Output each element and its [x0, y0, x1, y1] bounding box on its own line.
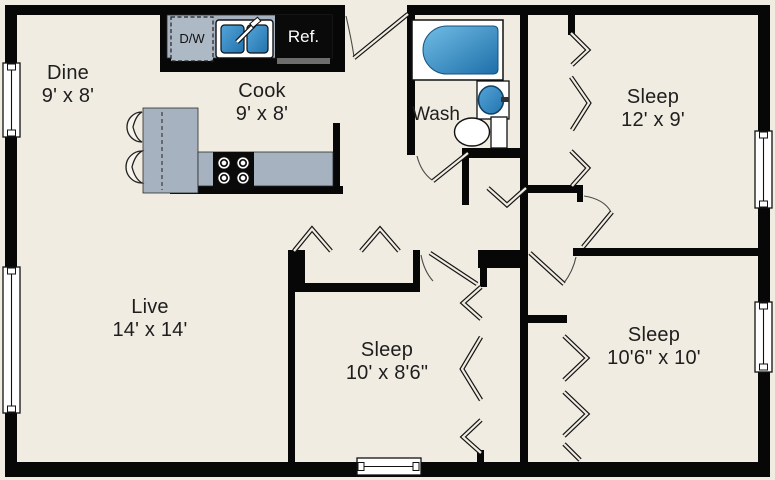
room-name: Cook	[238, 80, 286, 102]
stool-icon	[126, 111, 143, 143]
doors-and-bifolds	[292, 12, 614, 462]
room-label-cook: Cook 9' x 8'	[202, 80, 322, 126]
hall-closets-east-stub	[413, 250, 420, 292]
entry-door-arc	[345, 15, 355, 58]
toilet-icon	[453, 116, 508, 149]
kitchen-sink-icon	[215, 16, 274, 59]
hall-south-chunk	[478, 250, 527, 268]
faucet	[501, 97, 509, 102]
outer-wall-top-left	[5, 5, 345, 15]
room-label-live: Live 14' x 14'	[90, 296, 210, 342]
stool-icon	[125, 150, 145, 184]
outer-wall-top-right	[407, 5, 770, 15]
room-label-sleep-bottom-right: Sleep 10'6" x 10'	[589, 324, 719, 370]
hall-closet-west-stub	[462, 148, 469, 205]
kitchen-wall-stub-left	[160, 15, 167, 72]
room-dims: 9' x 8'	[235, 103, 289, 125]
right-bedrooms-divider-wall	[573, 248, 758, 256]
outer-wall-right	[758, 5, 770, 477]
room-name: Live	[131, 296, 169, 318]
entry-wall-chunk	[332, 15, 345, 63]
room-dims: 10'6" x 10'	[607, 347, 701, 369]
room-label-dine: Dine 9' x 8'	[8, 62, 128, 108]
sleep-br-door-arc	[563, 256, 577, 284]
wash-west-wall	[407, 15, 415, 155]
hall-north-wall	[527, 185, 583, 193]
kitchen-peninsula-vertical	[142, 107, 199, 194]
peninsula-bottom-edge	[170, 186, 343, 194]
wash-south-wall	[466, 148, 528, 158]
window-icon	[754, 130, 773, 209]
refrigerator-icon	[275, 15, 332, 58]
kitchen	[125, 14, 334, 194]
dishwasher-label: D/W	[179, 31, 205, 46]
walls	[5, 5, 770, 477]
windows	[2, 62, 773, 476]
window-icon	[356, 457, 422, 476]
dishwasher-icon	[170, 16, 214, 62]
room-name: Sleep	[627, 324, 681, 346]
room-label-sleep-bottom-middle: Sleep 10' x 8'6"	[322, 339, 452, 385]
window-icon	[2, 62, 21, 138]
window-icon	[2, 266, 21, 414]
room-name: Dine	[47, 62, 89, 84]
bathroom	[411, 19, 510, 149]
room-label-sleep-top-right: Sleep 12' x 9'	[593, 86, 713, 132]
closet-doorplane-stub-top	[568, 15, 575, 35]
room-dims: 9' x 8'	[41, 85, 95, 107]
refrigerator-label: Ref.	[287, 27, 320, 46]
sleep-tr-door-arc	[583, 195, 612, 213]
bathroom-sink-icon	[476, 80, 510, 120]
refrigerator-base	[277, 58, 330, 64]
room-dims: 12' x 9'	[621, 109, 685, 131]
bm-closet-stub-bottom	[477, 450, 484, 462]
bm-closet-stub-top	[480, 268, 487, 287]
room-name: Sleep	[626, 86, 680, 108]
room-dims: 10' x 8'6"	[345, 362, 429, 384]
central-spine-wall	[520, 15, 528, 462]
wash-door-arc	[416, 155, 433, 181]
live-sleep-divider-chunk	[288, 250, 305, 288]
window-icon	[754, 301, 773, 373]
door-arcs	[345, 15, 612, 284]
room-dims: 14' x 14'	[112, 319, 188, 341]
br-closet-stub	[527, 315, 567, 323]
hall-closets-back-wall	[288, 283, 420, 292]
peninsula-right-edge	[333, 123, 340, 194]
room-label-wash: Wash	[412, 104, 460, 125]
bathtub-icon	[411, 19, 504, 81]
room-name: Sleep	[360, 339, 414, 361]
sleep-bm-door-arc	[420, 254, 434, 282]
live-sleep-divider-wall	[288, 250, 295, 462]
stove-icon	[213, 152, 254, 190]
hall-north-wall-corner	[577, 185, 583, 202]
